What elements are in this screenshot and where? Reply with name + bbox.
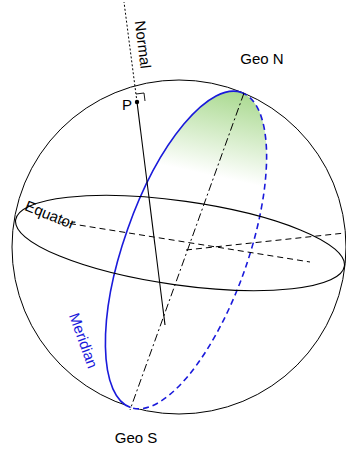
point-label: P: [122, 97, 132, 112]
equator-label: Equator: [23, 197, 77, 231]
pole-label: Geo N: [240, 51, 283, 66]
normal-label: Normal: [133, 19, 154, 69]
meridian-label: Meridian: [67, 310, 101, 369]
pole-label: Geo S: [115, 430, 158, 445]
